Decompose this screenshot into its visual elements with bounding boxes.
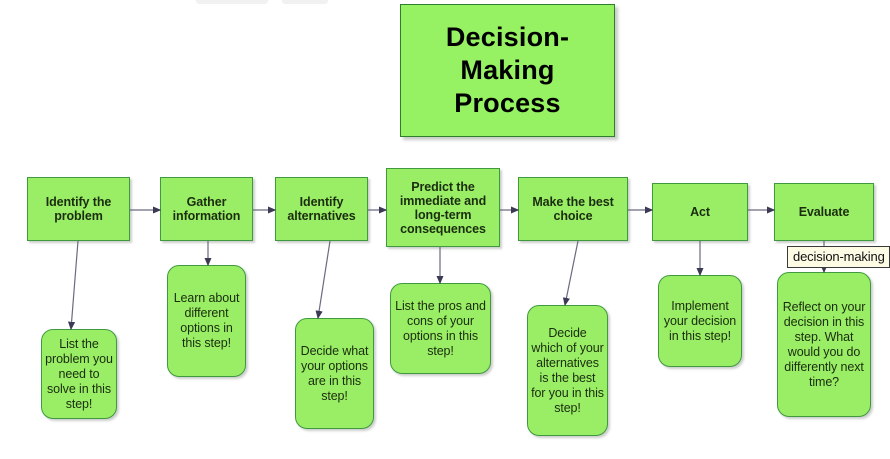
top-chrome-artifact-right	[282, 0, 328, 4]
detail-text: List the problem you need to solve in th…	[45, 336, 113, 411]
tooltip-decision-making: decision-making	[787, 246, 890, 268]
arrow-step5-to-detail5	[562, 240, 579, 307]
title-line-1: Decision-	[445, 22, 570, 53]
detail-text: Learn about different options in this st…	[173, 291, 240, 350]
top-chrome-artifact-left	[196, 0, 268, 4]
detail-box-act[interactable]: Implement your decision in this step!	[658, 275, 742, 367]
detail-text: Decide what your options are in this ste…	[300, 343, 369, 403]
detail-box-evaluate[interactable]: Reflect on your decision in this step. W…	[777, 272, 871, 417]
step-label: Predict the immediate and long-term cons…	[399, 179, 487, 236]
step-box-make-the-best-choice[interactable]: Make the best choice	[518, 177, 628, 241]
detail-text: Reflect on your decision in this step. W…	[782, 299, 866, 389]
arrow-step1-to-detail1	[67, 240, 79, 331]
detail-box-make-the-best-choice[interactable]: Decide which of your alternatives is the…	[527, 305, 608, 436]
title-line-2: Making	[460, 55, 555, 86]
step-box-predict-consequences[interactable]: Predict the immediate and long-term cons…	[386, 168, 500, 247]
step-label: Identify alternatives	[287, 195, 356, 223]
tooltip-text: decision-making	[793, 249, 885, 264]
step-box-evaluate[interactable]: Evaluate	[774, 183, 874, 241]
title-line-3: Process	[454, 87, 561, 118]
detail-box-identify-the-problem[interactable]: List the problem you need to solve in th…	[41, 329, 117, 419]
step-label: Gather information	[172, 195, 241, 223]
detail-text: List the pros and cons of your options i…	[395, 298, 486, 358]
step-label: Identify the problem	[45, 195, 112, 223]
detail-box-identify-alternatives[interactable]: Decide what your options are in this ste…	[295, 318, 374, 429]
diagram-title: Decision- Making Process	[400, 4, 615, 137]
step-box-gather-information[interactable]: Gather information	[160, 177, 253, 241]
detail-text: Decide which of your alternatives is the…	[531, 325, 604, 415]
step-label: Make the best choice	[532, 195, 614, 223]
arrow-step3-to-detail3	[315, 240, 331, 320]
step-label: Evaluate	[798, 205, 850, 219]
detail-text: Implement your decision in this step!	[663, 298, 737, 343]
step-box-identify-the-problem[interactable]: Identify the problem	[27, 177, 130, 241]
detail-box-gather-information[interactable]: Learn about different options in this st…	[167, 265, 246, 377]
step-label: Act	[690, 205, 710, 219]
detail-box-predict-consequences[interactable]: List the pros and cons of your options i…	[390, 283, 491, 374]
step-box-identify-alternatives[interactable]: Identify alternatives	[275, 177, 368, 241]
step-box-act[interactable]: Act	[652, 183, 748, 241]
